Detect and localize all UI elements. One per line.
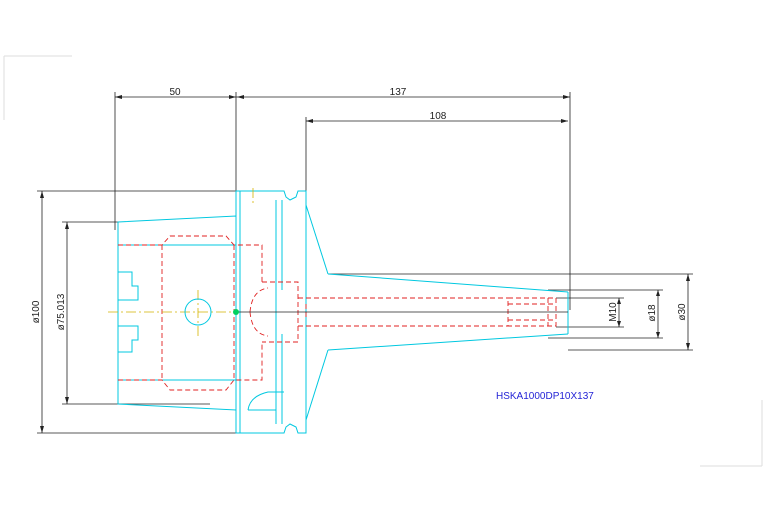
coolant-hole xyxy=(184,298,212,326)
origin-marker xyxy=(233,309,239,315)
dim-text-dia-18: ø18 xyxy=(647,304,658,322)
sheet-frame xyxy=(3,55,763,467)
dim-text-dia-30: ø30 xyxy=(677,303,688,321)
dim-text-dia-75: ø75.013 xyxy=(56,293,67,330)
dim-text-dia-100: ø100 xyxy=(31,300,42,323)
dim-text-m10: M10 xyxy=(608,302,619,322)
dimension-lines xyxy=(37,92,693,434)
dimension-arrows xyxy=(40,95,690,433)
dim-text-137: 137 xyxy=(390,87,407,98)
hidden-lines xyxy=(118,235,557,391)
dim-text-50: 50 xyxy=(169,87,181,98)
centerlines xyxy=(108,188,254,336)
part-label: HSKA1000DP10X137 xyxy=(496,391,594,402)
dim-text-108: 108 xyxy=(430,111,447,122)
